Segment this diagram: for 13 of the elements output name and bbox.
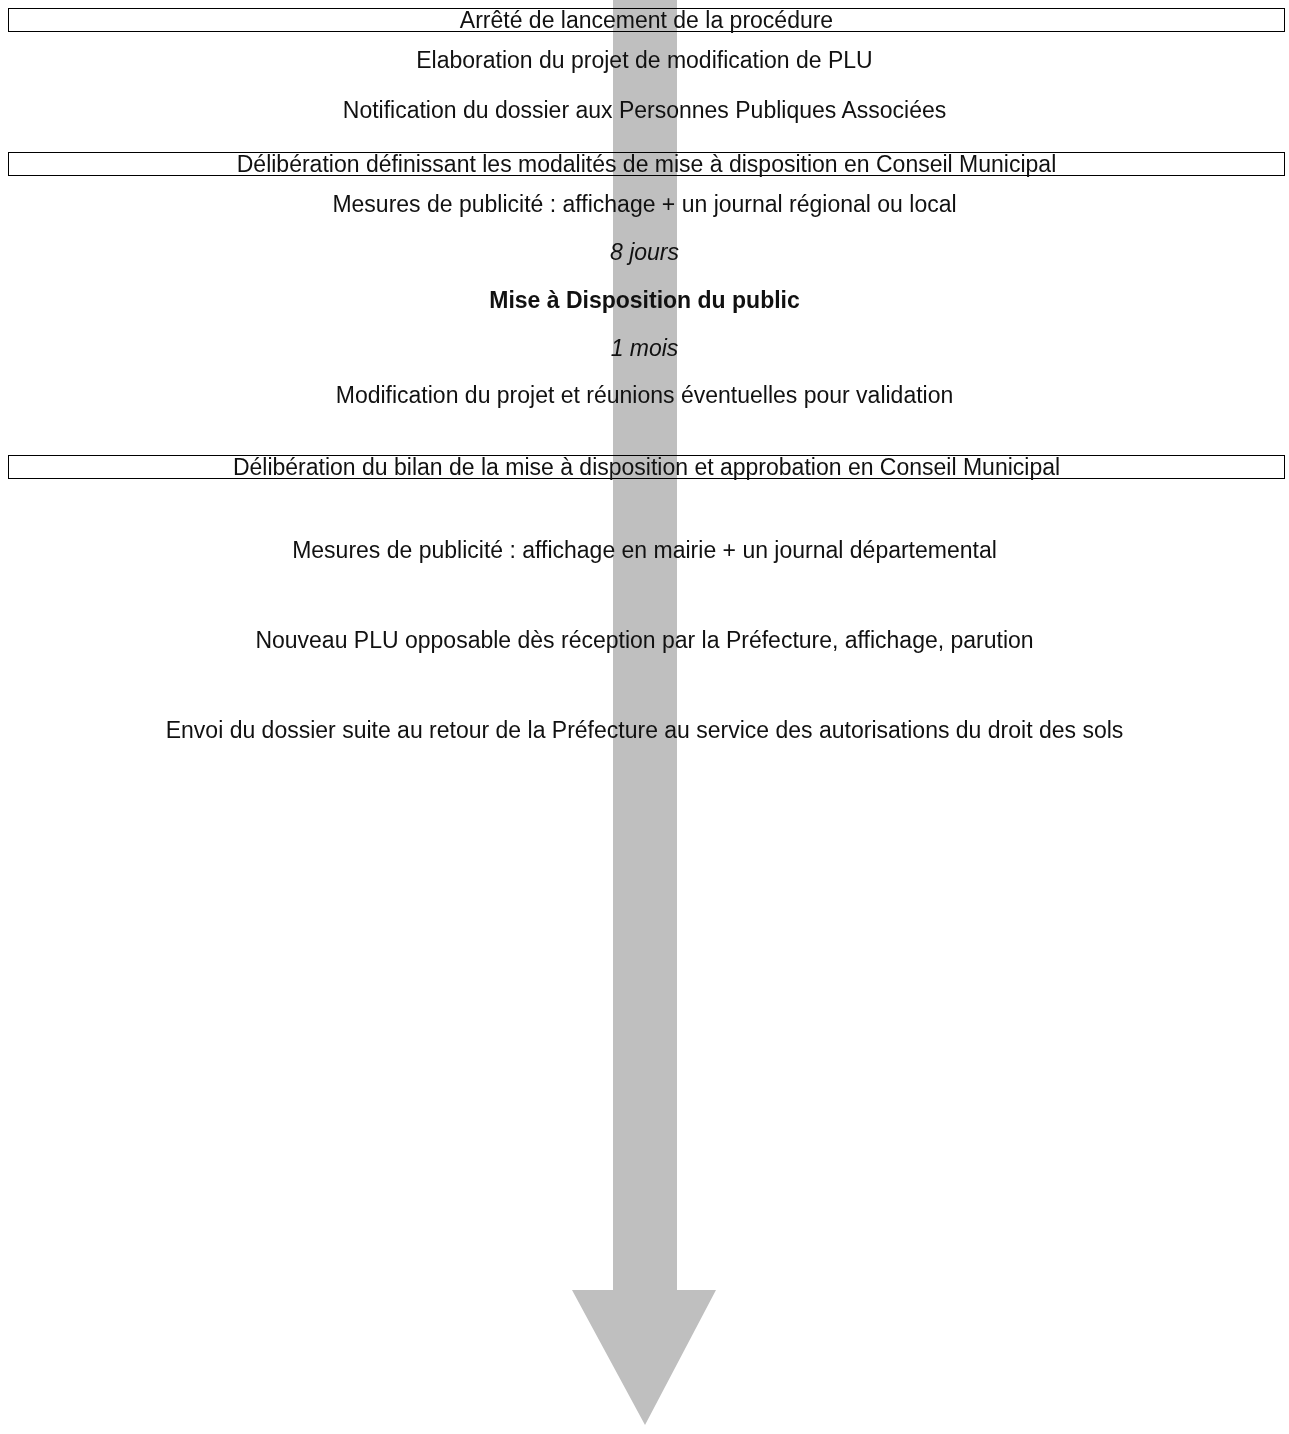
step-text: Notification du dossier aux Personnes Publiques Associées <box>342 96 947 124</box>
step-text: Modification du projet et réunions éventuelles pour validation <box>335 381 954 409</box>
step-text: Mesures de publicité : affichage en mairie + un journal départemental <box>292 536 997 564</box>
step-text: Envoi du dossier suite au retour de la Préfecture au service des autorisations du droit des sols <box>165 716 1124 744</box>
step-box: Arrêté de lancement de la procédure <box>8 8 1285 32</box>
duration-text: 1 mois <box>610 334 679 362</box>
step-box: Délibération du bilan de la mise à disposition et approbation en Conseil Municipal <box>8 455 1285 479</box>
step-text: Mesures de publicité : affichage + un journal régional ou local <box>332 190 957 218</box>
step-box: Délibération définissant les modalités de mise à disposition en Conseil Municipal <box>8 152 1285 176</box>
step-heading: Mise à Disposition du public <box>489 286 800 314</box>
duration-text: 8 jours <box>610 238 679 266</box>
step-text: Elaboration du projet de modification de PLU <box>416 46 873 74</box>
step-text: Nouveau PLU opposable dès réception par la Préfecture, affichage, parution <box>255 626 1034 654</box>
